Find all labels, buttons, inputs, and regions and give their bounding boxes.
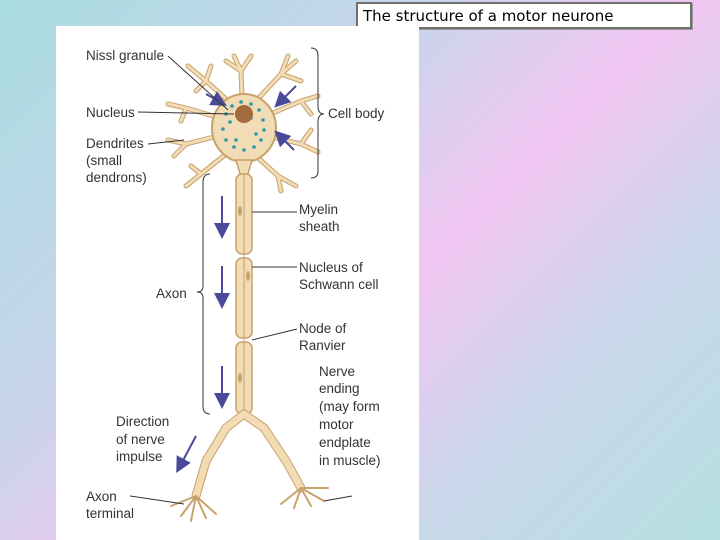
label-direction-1: Direction [116, 414, 170, 429]
label-nucleus: Nucleus [86, 105, 135, 120]
slide-title: The structure of a motor neurone [363, 7, 614, 25]
schwann-nuclei [238, 206, 250, 383]
nucleus [235, 105, 253, 123]
label-terminal-2: terminal [86, 506, 135, 521]
label-schwann-1: Nucleus of [299, 260, 363, 275]
label-nissl-granule: Nissl granule [86, 48, 165, 63]
label-nerve-3: (may form [319, 399, 380, 414]
title-box: The structure of a motor neurone [356, 2, 692, 29]
label-nerve-5: endplate [319, 435, 371, 450]
label-direction-3: impulse [116, 449, 163, 464]
label-myelin-1: Myelin [299, 202, 339, 217]
axon-hillock [235, 159, 253, 175]
label-schwann-2: Schwann cell [299, 277, 379, 292]
label-nerve-1: Nerve [319, 364, 356, 379]
impulse-arrows [176, 85, 297, 474]
label-dendrites-1: Dendrites [86, 136, 144, 151]
label-direction-2: of nerve [116, 432, 165, 447]
label-nerve-4: motor [319, 417, 354, 432]
label-terminal-1: Axon [86, 489, 117, 504]
label-cell-body: Cell body [328, 106, 385, 121]
neurone-diagram [129, 47, 353, 522]
label-node-2: Ranvier [299, 338, 346, 353]
label-dendrites-3: dendrons) [86, 170, 147, 185]
label-axon: Axon [156, 286, 187, 301]
label-nerve-6: in muscle) [319, 453, 381, 468]
diagram-panel: Nissl granule Nucleus Dendrites (small d… [56, 26, 419, 540]
label-nerve-2: ending [319, 381, 360, 396]
leader-lines [129, 47, 353, 505]
label-dendrites-2: (small [86, 153, 122, 168]
label-myelin-2: sheath [299, 219, 340, 234]
label-node-1: Node of [299, 321, 347, 336]
